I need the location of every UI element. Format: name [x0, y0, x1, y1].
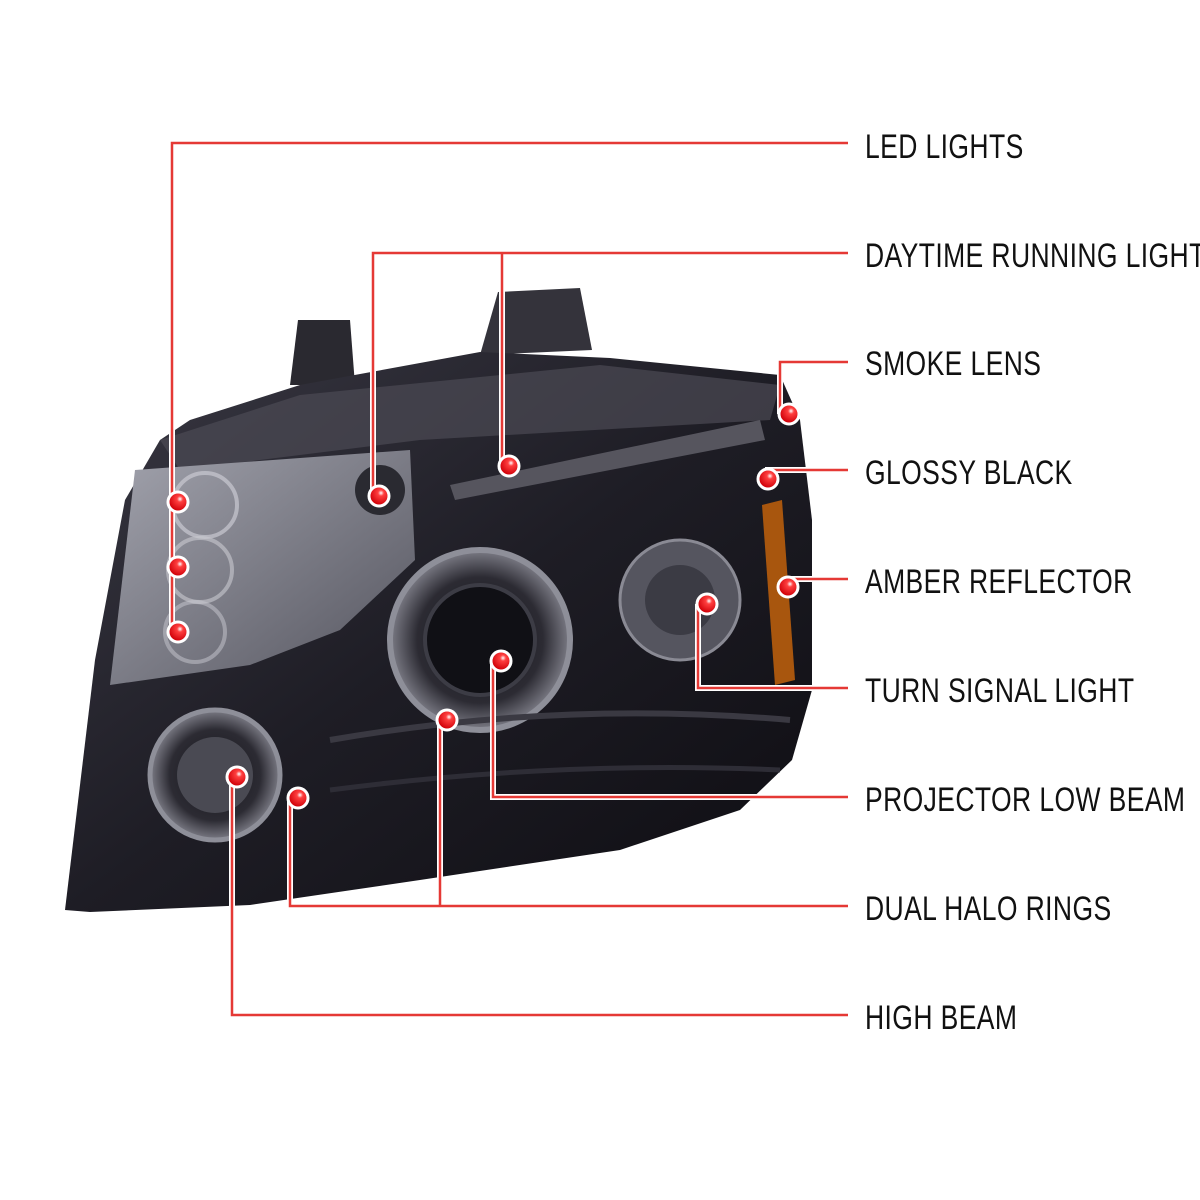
callout-dot [497, 454, 521, 478]
callout-dot [286, 786, 310, 810]
leader-drl [371, 251, 848, 496]
leader-turn-signal [696, 604, 848, 690]
label-high-beam: HIGH BEAM [865, 999, 1018, 1037]
callout-dot [166, 555, 190, 579]
leader-high-beam [230, 777, 848, 1017]
callout-dot [777, 402, 801, 426]
label-dual-halo-rings: DUAL HALO RINGS [865, 890, 1112, 928]
mounting-tab-left [290, 320, 355, 385]
callout-dot [435, 708, 459, 732]
label-amber-reflector: AMBER REFLECTOR [865, 563, 1133, 601]
label-glossy-black: GLOSSY BLACK [865, 454, 1073, 492]
label-projector-low-beam: PROJECTOR LOW BEAM [865, 781, 1186, 819]
callout-dot [695, 592, 719, 616]
callout-dot [166, 490, 190, 514]
callout-dot [756, 467, 780, 491]
label-led-lights: LED LIGHTS [865, 128, 1024, 166]
leader-lines [169, 140, 848, 1018]
callout-dot [166, 620, 190, 644]
callout-dot [489, 649, 513, 673]
label-turn-signal-light: TURN SIGNAL LIGHT [865, 672, 1135, 710]
leader-smoke-lens [778, 360, 848, 414]
leader-dual-halo [288, 720, 848, 908]
callout-dot [776, 575, 800, 599]
label-daytime-running-light: DAYTIME RUNNING LIGHT [865, 237, 1200, 275]
callout-dots [166, 402, 801, 810]
callout-dot [225, 765, 249, 789]
mounting-tab-right [480, 288, 592, 355]
leader-led-lights [170, 141, 848, 632]
label-smoke-lens: SMOKE LENS [865, 345, 1042, 383]
callout-dot [367, 484, 391, 508]
drl-strip [450, 420, 765, 500]
leader-projector [491, 661, 848, 799]
